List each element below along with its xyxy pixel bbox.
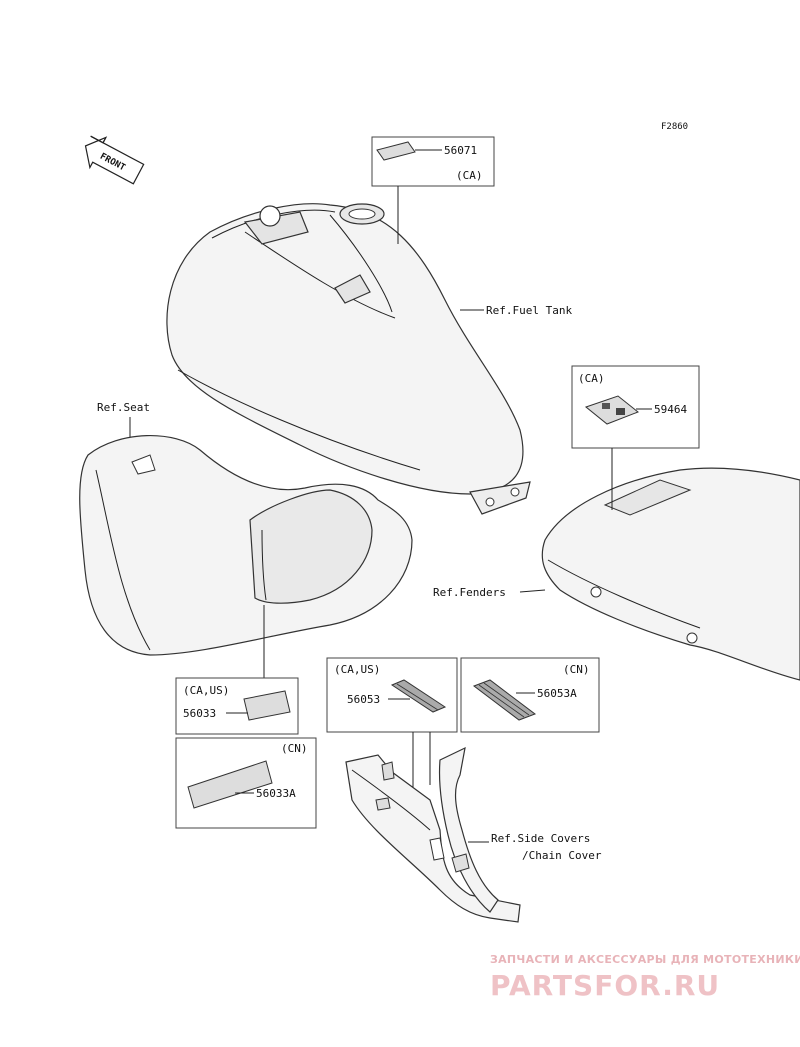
seat	[79, 435, 413, 656]
region-56053: (CA,US)	[334, 663, 380, 676]
watermark-brand: PARTSFOR.RU	[490, 969, 720, 1002]
label-box-56053A: (CN) 56053A	[460, 657, 600, 733]
part-number-56033: 56033	[183, 707, 216, 720]
label-box-56071: 56071 (CA)	[371, 136, 495, 187]
figure-code: F2860	[661, 122, 688, 132]
part-number-56071: 56071	[444, 144, 477, 157]
part-number-56053A: 56053A	[537, 687, 577, 700]
label-box-56033: (CA,US) 56033	[175, 677, 299, 735]
watermark-subtitle: ЗАПЧАСТИ И АКСЕССУАРЫ ДЛЯ МОТОТЕХНИКИ	[490, 953, 800, 966]
fuel-tank-label: Ref.Fuel Tank	[486, 304, 572, 317]
label-box-56033A: (CN) 56033A	[175, 737, 317, 829]
chain-cover-label: /Chain Cover	[522, 849, 602, 862]
part-number-56053: 56053	[347, 693, 380, 706]
region-59464: (CA)	[578, 372, 605, 385]
part-number-56033A: 56033A	[256, 787, 296, 800]
region-56071: (CA)	[456, 169, 483, 182]
seat-label: Ref.Seat	[97, 401, 150, 414]
region-56033: (CA,US)	[183, 684, 229, 697]
region-56053A: (CN)	[563, 663, 590, 676]
front-arrow-icon: FRONT	[84, 135, 145, 185]
fuel-tank	[166, 203, 531, 515]
side-covers-label: Ref.Side Covers	[491, 832, 590, 845]
part-number-59464: 59464	[654, 403, 687, 416]
fenders-label: Ref.Fenders	[433, 586, 506, 599]
side-cover	[345, 746, 521, 923]
region-56033A: (CN)	[281, 742, 308, 755]
watermark: ЗАПЧАСТИ И АКСЕССУАРЫ ДЛЯ МОТОТЕХНИКИ PA…	[490, 953, 800, 1002]
leader-fenders	[519, 589, 546, 593]
label-box-59464: (CA) 59464	[571, 365, 700, 449]
label-box-56053: (CA,US) 56053	[326, 657, 458, 733]
rear-fender	[541, 467, 800, 681]
